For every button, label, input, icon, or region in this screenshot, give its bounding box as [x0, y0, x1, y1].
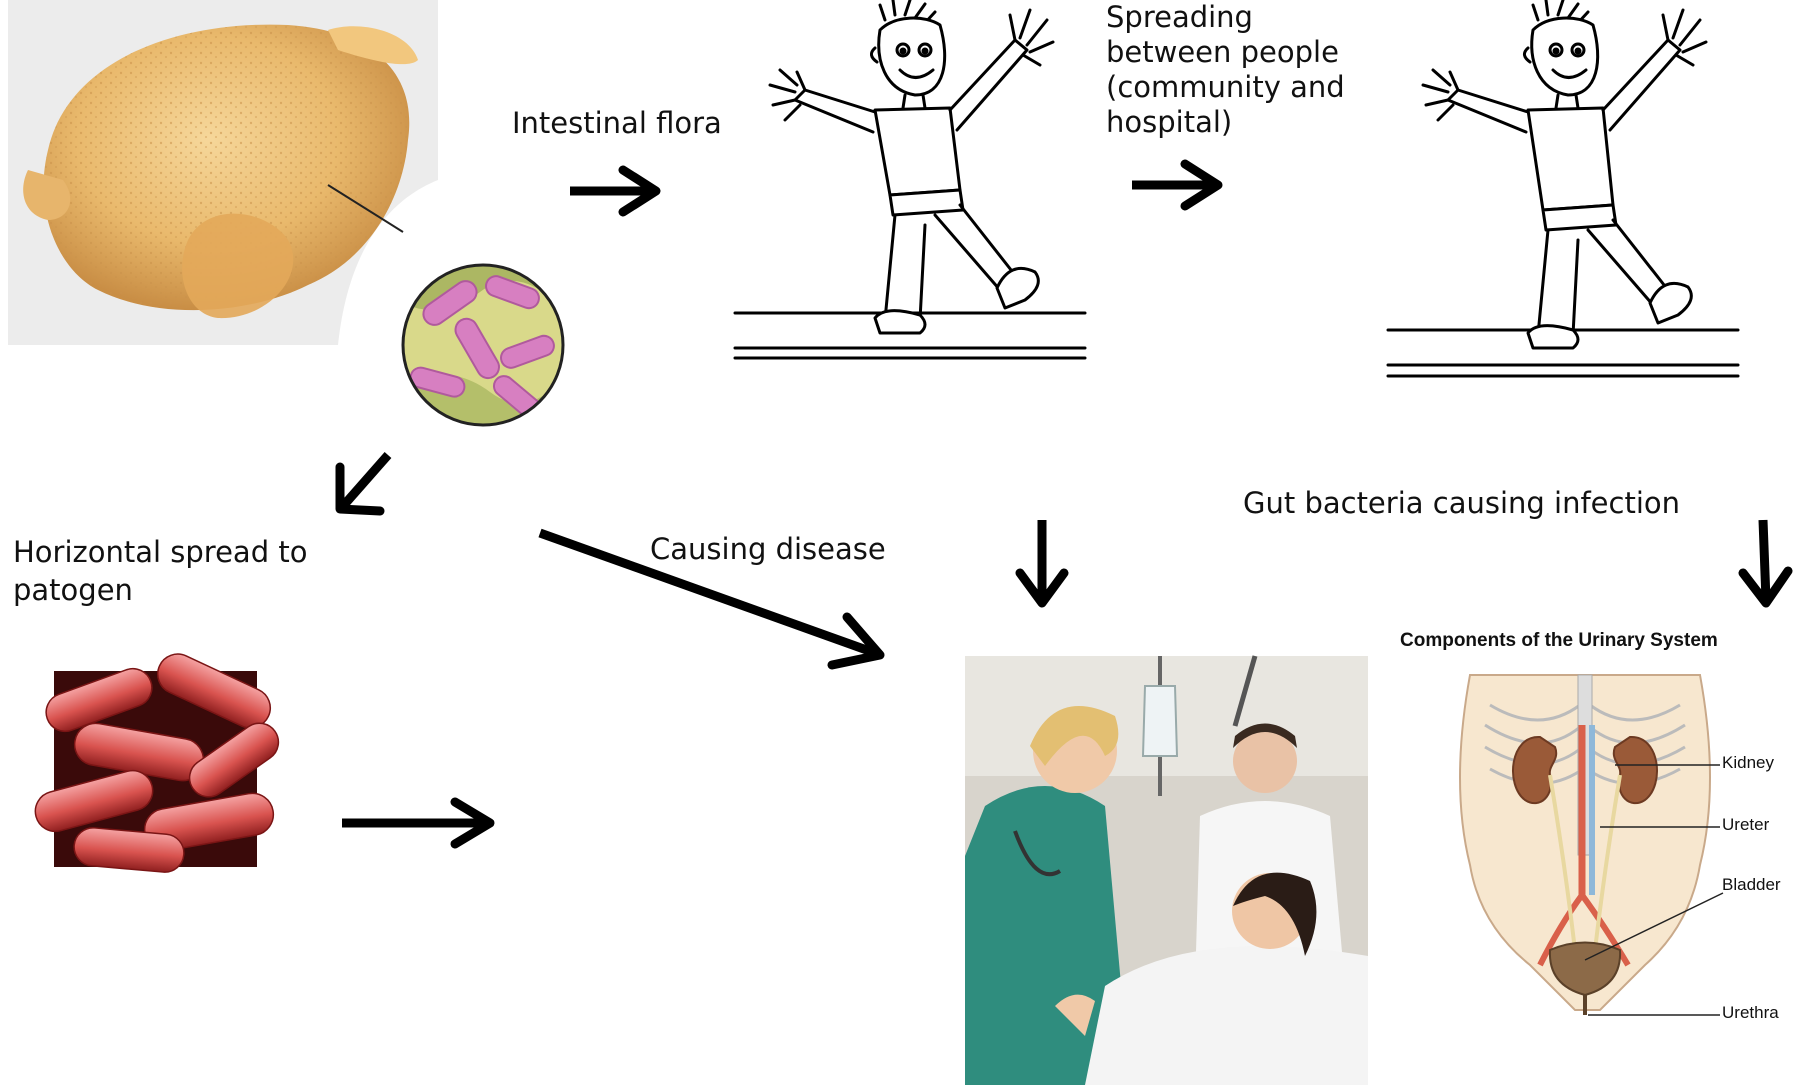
arrow-icon — [330, 445, 400, 520]
spreading-between-people-label: Spreading between people (community and … — [1106, 0, 1356, 140]
arrow-icon — [568, 166, 668, 216]
arrow-icon — [1012, 518, 1072, 610]
arrow-icon — [1130, 160, 1230, 210]
gut-bacteria-label: Gut bacteria causing infection — [1243, 486, 1680, 521]
causing-disease-label: Causing disease — [650, 532, 886, 567]
arrow-icon — [1735, 518, 1797, 610]
bacteria-circle-icon — [400, 262, 566, 428]
chicken-image — [8, 0, 438, 345]
red-bacteria-image — [54, 671, 257, 867]
urinary-system-diagram: Components of the Urinary System — [1390, 625, 1808, 1035]
cartoon-person-icon — [735, 0, 1090, 370]
hospital-scene-image — [965, 656, 1368, 1085]
urinary-diagram-title: Components of the Urinary System — [1400, 630, 1718, 652]
ureter-label: Ureter — [1722, 815, 1769, 835]
bladder-label: Bladder — [1722, 875, 1781, 895]
arrow-icon — [340, 798, 500, 848]
urethra-label: Urethra — [1722, 1003, 1779, 1023]
intestinal-flora-label: Intestinal flora — [512, 106, 722, 141]
kidney-label: Kidney — [1722, 753, 1774, 773]
cartoon-person-icon — [1388, 0, 1743, 385]
horizontal-spread-label: Horizontal spread to patogen — [13, 533, 313, 609]
